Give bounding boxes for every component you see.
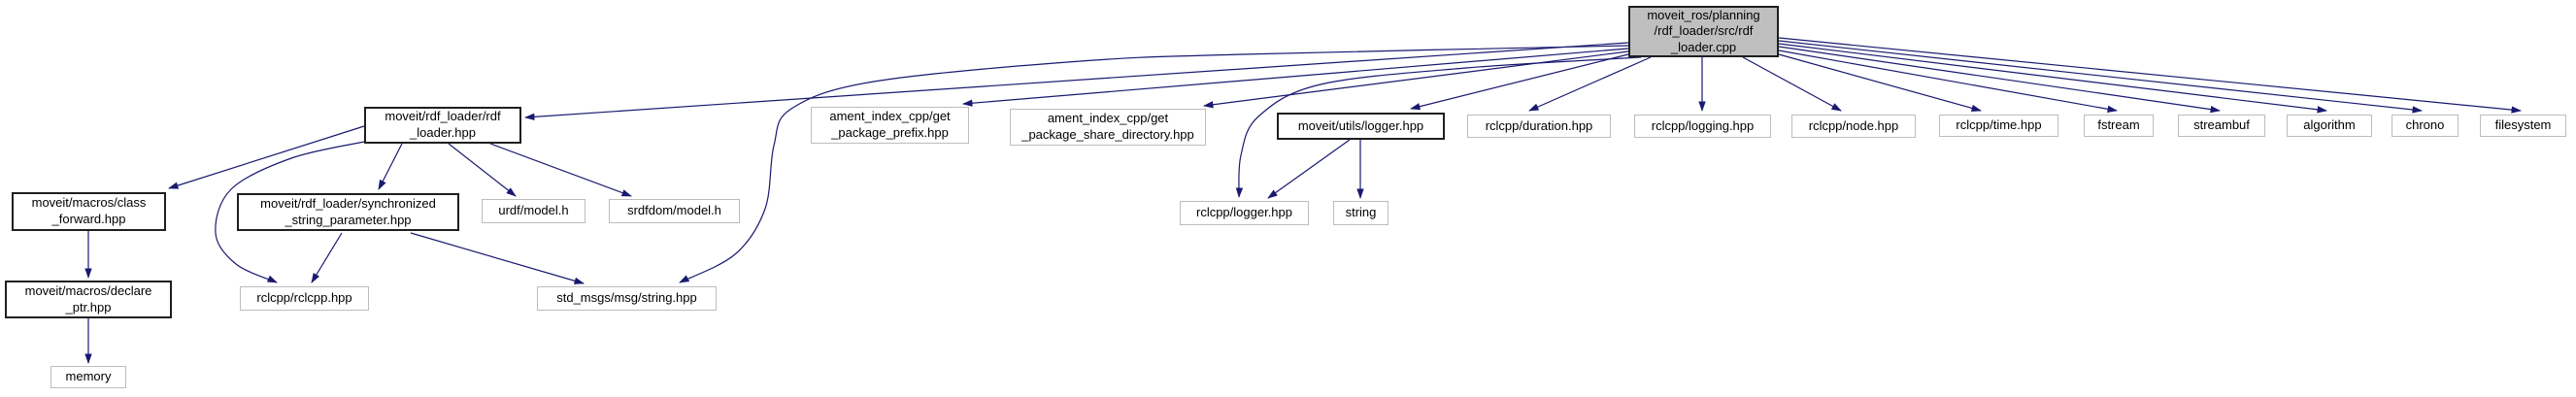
edge-root-cpp-to-rclcpp-duration-hpp xyxy=(1528,56,1652,112)
graph-node-srdfdom-model-h: srdfdom/model.h xyxy=(609,199,740,223)
edge-synchronized-string-parameter-hpp-to-std-msgs-msg-string-hpp xyxy=(410,232,585,284)
edge-root-cpp-to-std-msgs-msg-string-hpp xyxy=(679,45,1629,283)
graph-node-rclcpp-node-hpp: rclcpp/node.hpp xyxy=(1791,115,1916,138)
graph-node-chrono: chrono xyxy=(2392,115,2459,137)
edge-root-cpp-to-moveit-utils-logger-hpp xyxy=(1410,53,1629,111)
edge-moveit-utils-logger-hpp-to-rclcpp-logger-hpp xyxy=(1267,139,1351,199)
edge-root-cpp-to-streambuf xyxy=(1778,46,2221,114)
graph-node-get-package-share-directory-hpp: ament_index_cpp/get _package_share_direc… xyxy=(1010,109,1206,146)
edge-root-cpp-to-algorithm xyxy=(1778,43,2327,114)
edge-root-cpp-to-get-package-share-directory-hpp xyxy=(1203,50,1629,109)
graph-node-rclcpp-logging-hpp: rclcpp/logging.hpp xyxy=(1634,115,1771,138)
graph-node-string: string xyxy=(1333,201,1388,225)
graph-node-std-msgs-msg-string-hpp: std_msgs/msg/string.hpp xyxy=(537,286,717,311)
graph-node-algorithm: algorithm xyxy=(2287,115,2372,137)
graph-node-declare-ptr-hpp[interactable]: moveit/macros/declare _ptr.hpp xyxy=(5,281,172,318)
graph-node-synchronized-string-parameter-hpp[interactable]: moveit/rdf_loader/synchronized _string_p… xyxy=(237,193,459,231)
graph-node-rclcpp-logger-hpp: rclcpp/logger.hpp xyxy=(1180,201,1309,225)
edge-synchronized-string-parameter-hpp-to-rclcpp-rclcpp-hpp xyxy=(311,232,343,283)
edge-rdf-loader-hpp-to-synchronized-string-parameter-hpp xyxy=(378,143,403,190)
graph-node-rclcpp-time-hpp: rclcpp/time.hpp xyxy=(1939,115,2058,137)
edge-root-cpp-to-rclcpp-node-hpp xyxy=(1742,56,1842,112)
graph-node-filesystem: filesystem xyxy=(2480,115,2566,137)
edge-root-cpp-to-filesystem xyxy=(1778,37,2522,114)
edge-root-cpp-to-chrono xyxy=(1778,40,2423,114)
edge-rdf-loader-hpp-to-srdfdom-model-h xyxy=(489,143,632,197)
graph-node-rclcpp-duration-hpp: rclcpp/duration.hpp xyxy=(1467,115,1611,138)
edge-rdf-loader-hpp-to-rclcpp-rclcpp-hpp xyxy=(215,141,365,283)
edge-root-cpp-to-rclcpp-time-hpp xyxy=(1778,53,1982,113)
graph-node-streambuf: streambuf xyxy=(2178,115,2265,137)
graph-node-get-package-prefix-hpp: ament_index_cpp/get _package_prefix.hpp xyxy=(811,107,969,144)
edge-root-cpp-to-rdf-loader-hpp xyxy=(524,42,1629,121)
graph-node-root-cpp: moveit_ros/planning /rdf_loader/src/rdf … xyxy=(1628,6,1779,57)
edge-rdf-loader-hpp-to-class-forward-hpp xyxy=(168,125,365,189)
edge-root-cpp-to-get-package-prefix-hpp xyxy=(962,48,1629,107)
graph-node-memory: memory xyxy=(50,366,126,388)
edge-rdf-loader-hpp-to-urdf-model-h xyxy=(448,143,517,197)
graph-node-rdf-loader-hpp[interactable]: moveit/rdf_loader/rdf _loader.hpp xyxy=(364,107,521,144)
graph-node-urdf-model-h: urdf/model.h xyxy=(482,199,585,223)
graph-node-rclcpp-rclcpp-hpp: rclcpp/rclcpp.hpp xyxy=(240,286,369,311)
edge-root-cpp-to-rclcpp-logger-hpp xyxy=(1235,56,1642,198)
graph-node-fstream: fstream xyxy=(2084,115,2154,137)
graph-node-class-forward-hpp[interactable]: moveit/macros/class _forward.hpp xyxy=(12,192,166,231)
edge-root-cpp-to-fstream xyxy=(1778,50,2118,113)
graph-node-moveit-utils-logger-hpp[interactable]: moveit/utils/logger.hpp xyxy=(1277,113,1445,140)
